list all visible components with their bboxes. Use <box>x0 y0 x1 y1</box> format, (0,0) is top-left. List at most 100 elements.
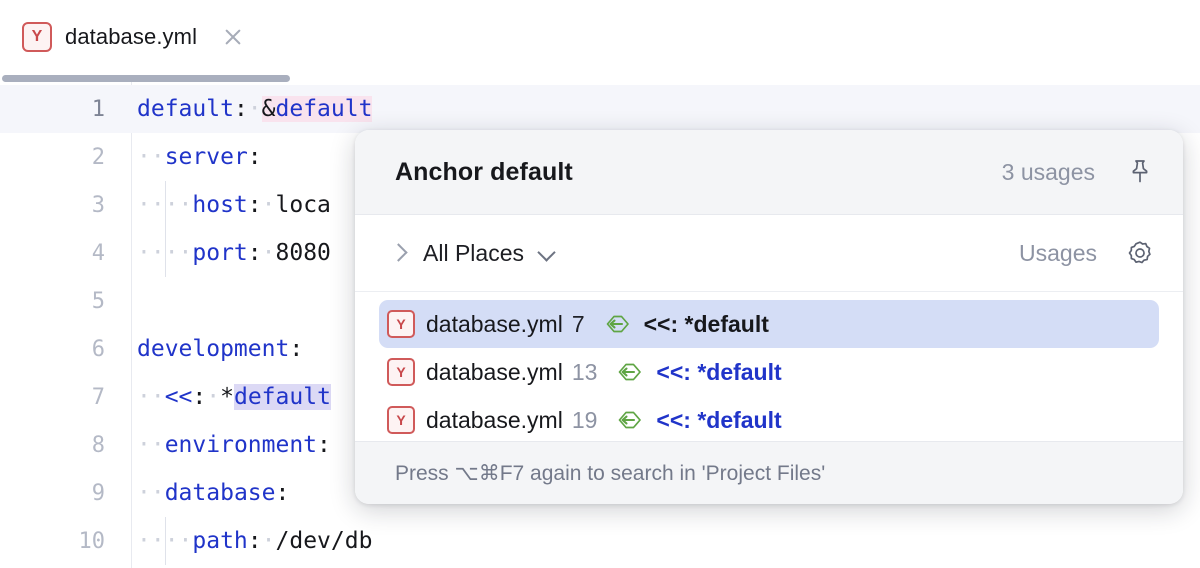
chevron-down-icon[interactable] <box>535 241 559 265</box>
code-token: · <box>261 240 276 266</box>
code-token: path <box>192 528 248 554</box>
code-token: & <box>261 96 276 122</box>
code-token: default <box>137 96 234 122</box>
code-token: loca <box>275 192 331 218</box>
code-text: ··server: <box>137 133 262 181</box>
code-line[interactable]: 4 ····port:·8080 <box>0 229 1200 277</box>
code-token: : <box>289 336 304 362</box>
code-line[interactable]: 9··database: <box>0 469 1200 517</box>
tab-title: database.yml <box>65 24 198 49</box>
code-line[interactable]: 6 development: <box>0 325 1200 373</box>
code-token: ···· <box>137 240 193 266</box>
code-token: · <box>261 528 276 554</box>
code-token: host <box>192 192 248 218</box>
code-token: << <box>164 384 193 410</box>
code-text: ····host:·loca <box>137 181 331 229</box>
popup-title: Anchor default <box>395 157 573 186</box>
usage-file-name: database.yml <box>426 310 563 337</box>
editor-tab-database-yml[interactable]: Y database.yml <box>0 0 262 74</box>
code-line[interactable]: 1 default:·&default <box>0 85 1200 133</box>
popup-scope-bar: All Places Usages <box>355 215 1183 292</box>
footer-hint: Press ⌥⌘F7 again to search in 'Project F… <box>395 461 826 485</box>
line-number: 2 <box>91 144 105 170</box>
caret-row-highlight <box>0 85 1200 133</box>
code-token: port <box>192 240 248 266</box>
line-number: 7 <box>91 384 105 410</box>
code-text: ····path:·/dev/db <box>137 517 372 565</box>
code-token: default <box>233 384 331 410</box>
code-line[interactable]: 5 <box>0 277 1200 325</box>
indent-guide <box>165 181 166 229</box>
code-token: : <box>275 480 290 506</box>
code-token: : <box>247 192 262 218</box>
code-token: : <box>233 96 248 122</box>
code-text: ··environment: <box>137 421 331 469</box>
code-token: ···· <box>137 528 193 554</box>
code-token: : <box>247 240 262 266</box>
close-icon[interactable] <box>222 26 244 48</box>
code-line[interactable]: 2 ··server: <box>0 133 1200 181</box>
code-token: /dev/db <box>275 528 373 554</box>
code-token: ·· <box>137 144 165 170</box>
code-token: : <box>192 384 207 410</box>
yaml-file-icon: Y <box>387 358 415 386</box>
code-text: ····port:·8080 <box>137 229 331 277</box>
editor-tab-bar: Y database.yml <box>0 0 1200 74</box>
yaml-file-icon: Y <box>22 22 52 52</box>
line-number: 5 <box>91 288 105 314</box>
pin-icon[interactable] <box>1123 155 1157 189</box>
code-token: ·· <box>137 384 165 410</box>
code-token: server <box>164 144 248 170</box>
code-token: · <box>206 384 221 410</box>
code-token: · <box>261 192 276 218</box>
code-token: database <box>164 480 276 506</box>
code-line[interactable]: 7··<<:·*default <box>0 373 1200 421</box>
indent-guide <box>165 229 166 277</box>
line-number: 1 <box>91 96 105 122</box>
code-token: default <box>275 96 373 122</box>
usage-snippet: <<: *default <box>656 406 782 433</box>
gutter-separator <box>131 82 132 568</box>
read-write-access-icon <box>617 410 643 430</box>
code-line[interactable]: 3····host:·loca <box>0 181 1200 229</box>
usages-count: 3 usages <box>1001 158 1095 185</box>
popup-header: Anchor default 3 usages <box>355 130 1183 215</box>
usage-line-number: 7 <box>571 310 585 337</box>
code-token: 8080 <box>275 240 331 266</box>
code-token: : <box>317 432 331 458</box>
code-text: ··<<:·*default <box>137 373 331 421</box>
scope-label[interactable]: All Places <box>423 239 524 266</box>
code-line[interactable]: 10····path:·/dev/db <box>0 517 1200 565</box>
code-text: development: <box>137 325 303 373</box>
line-number-gutter[interactable] <box>0 82 131 568</box>
usage-snippet: <<: *default <box>656 358 782 385</box>
code-token: ·· <box>137 432 165 458</box>
gear-icon[interactable] <box>1123 236 1157 270</box>
line-number: 6 <box>91 336 105 362</box>
horizontal-scrollbar[interactable] <box>2 75 290 82</box>
yaml-file-icon: Y <box>387 310 415 338</box>
read-write-access-icon <box>605 314 631 334</box>
usages-label: Usages <box>1019 239 1097 266</box>
line-number: 4 <box>91 240 105 266</box>
usage-line-number: 19 <box>571 406 598 433</box>
usage-snippet: <<: *default <box>643 310 769 337</box>
usage-file-name: database.yml <box>426 406 563 433</box>
code-line[interactable]: 8 ··environment: <box>0 421 1200 469</box>
chevron-right-icon[interactable] <box>385 240 411 266</box>
code-text: default:·&default <box>137 85 373 133</box>
code-text: ··database: <box>137 469 289 517</box>
code-token: : <box>247 144 262 170</box>
line-number: 8 <box>91 432 105 458</box>
code-token: development <box>137 336 290 362</box>
popup-footer: Press ⌥⌘F7 again to search in 'Project F… <box>355 441 1183 504</box>
indent-guide <box>165 517 166 565</box>
code-token: ·· <box>137 480 165 506</box>
find-usages-popup: Anchor default 3 usages All Places Usage… <box>355 130 1183 504</box>
